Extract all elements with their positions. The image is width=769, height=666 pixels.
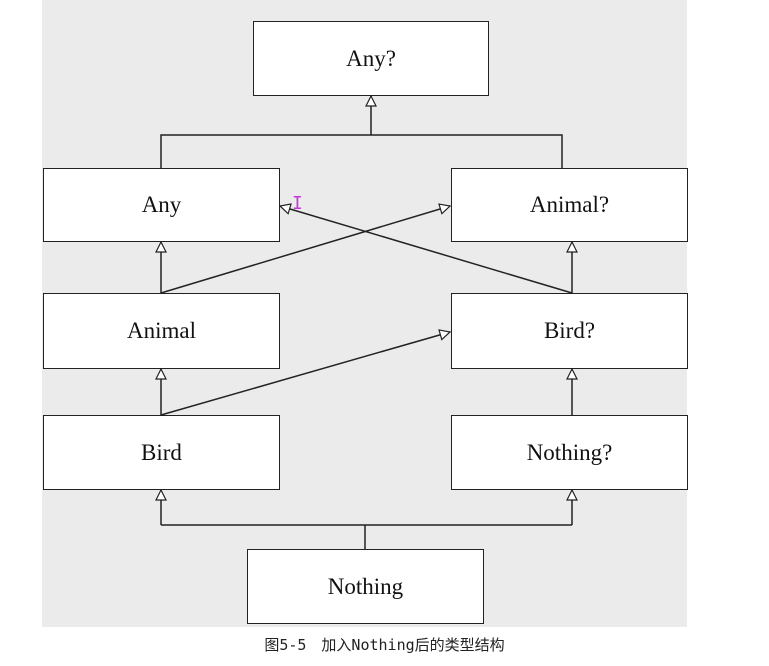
figure-caption: 图5-5 加入Nothing后的类型结构 bbox=[264, 636, 505, 654]
node-any: Any bbox=[43, 168, 280, 242]
text-cursor-icon: I bbox=[292, 193, 303, 214]
edge-animal-to-animal-nullable bbox=[160, 206, 450, 294]
edge-any-to-any-nullable bbox=[160, 134, 563, 168]
node-bird: Bird bbox=[43, 415, 280, 490]
node-nothing-nullable: Nothing? bbox=[451, 415, 688, 490]
node-nothing: Nothing bbox=[247, 549, 484, 624]
node-bird-nullable: Bird? bbox=[451, 293, 688, 369]
edge-bird-nullable-to-any bbox=[280, 206, 573, 294]
node-animal: Animal bbox=[43, 293, 280, 369]
node-animal-nullable: Animal? bbox=[451, 168, 688, 242]
edge-bird-to-bird-nullable bbox=[160, 332, 450, 416]
node-any-nullable: Any? bbox=[253, 21, 489, 96]
